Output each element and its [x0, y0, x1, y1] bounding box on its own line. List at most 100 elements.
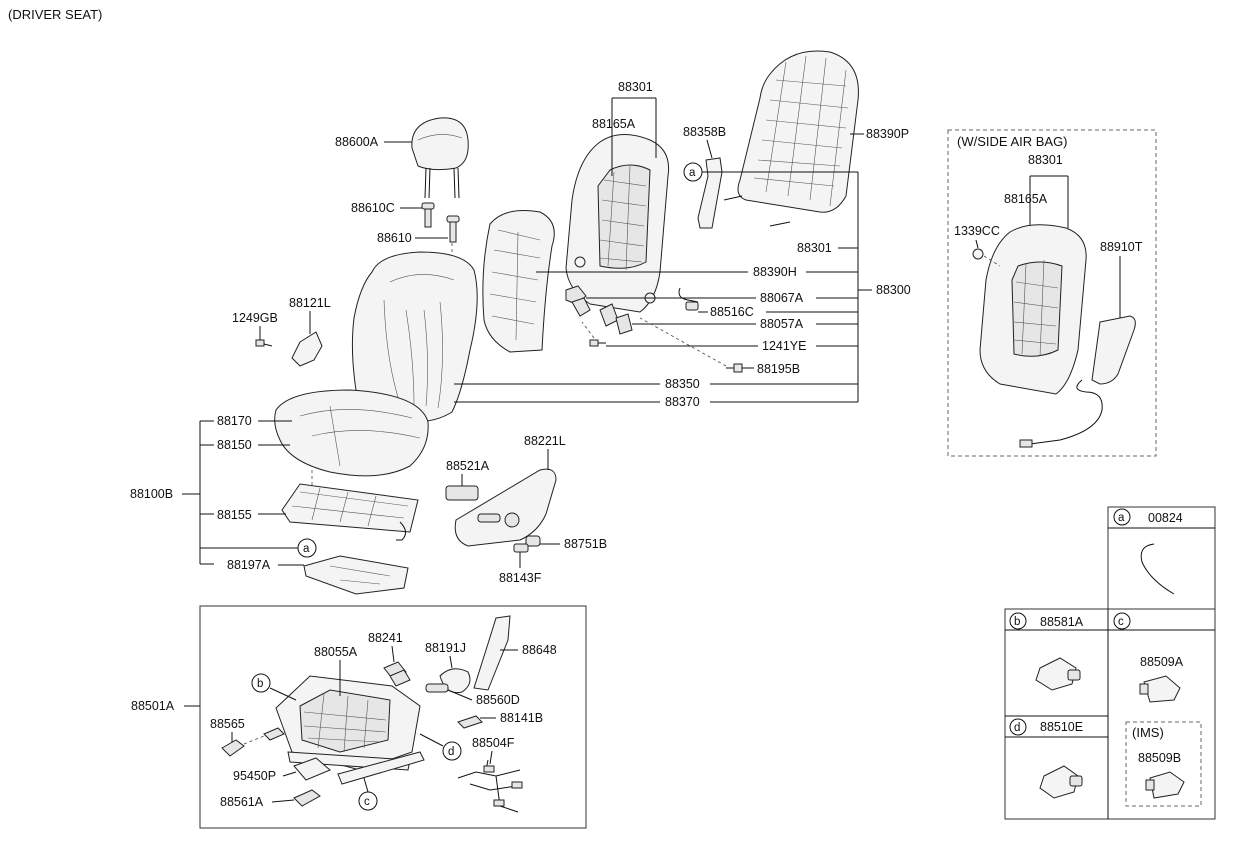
callout-c-legend: [1113, 612, 1131, 630]
label-95450P: 95450P: [233, 769, 276, 783]
callout-a-legend-text: a: [1118, 512, 1125, 524]
label-88150: 88150: [217, 438, 252, 452]
label-88141B: 88141B: [500, 711, 543, 725]
label-88055A: 88055A: [314, 645, 358, 659]
label-00824: 00824: [1148, 511, 1183, 525]
callout-b-legend: [1009, 612, 1027, 630]
seat-pan-illustration: [303, 555, 409, 595]
knob-88191J-illustration: [425, 668, 471, 694]
label-88390P: 88390P: [866, 127, 909, 141]
label-1339CC: 1339CC: [954, 224, 1000, 238]
label-88358B: 88358B: [683, 125, 726, 139]
label-88560D: 88560D: [476, 693, 520, 707]
label-88221L: 88221L: [524, 434, 566, 448]
cover-88561A-illustration: [293, 789, 321, 807]
label-88350: 88350: [665, 377, 700, 391]
clip-00824-illustration: [1140, 543, 1175, 595]
label-88241: 88241: [368, 631, 403, 645]
label-88301-airbag: 88301: [1028, 153, 1063, 167]
seat-back-frame-illustration: [565, 134, 670, 313]
label-88155: 88155: [217, 508, 252, 522]
label-88165A-airbag: 88165A: [1004, 192, 1048, 206]
callout-d-legend: [1009, 718, 1027, 736]
ims-group-box: [1125, 721, 1202, 807]
cover-88565-illustration: [221, 727, 285, 757]
label-88121L: 88121L: [289, 296, 331, 310]
label-1249GB: 1249GB: [232, 311, 278, 325]
label-88504F: 88504F: [472, 736, 515, 750]
label-88509B: 88509B: [1138, 751, 1181, 765]
callout-c-box-text: c: [364, 796, 370, 808]
label-88143F: 88143F: [499, 571, 542, 585]
motor-88510E-illustration: [1039, 765, 1083, 799]
headrest-guide-illustration: [421, 202, 460, 243]
label-88521A: 88521A: [446, 459, 490, 473]
label-88751B: 88751B: [564, 537, 607, 551]
label-88301-right: 88301: [797, 241, 832, 255]
label-88510E: 88510E: [1040, 720, 1083, 734]
label-88197A: 88197A: [227, 558, 271, 572]
cover-88141B-illustration: [457, 715, 483, 729]
headrest-illustration: [411, 117, 469, 199]
back-board-illustration: [723, 50, 859, 227]
label-88910T: 88910T: [1100, 240, 1143, 254]
label-88191J: 88191J: [425, 641, 466, 655]
motor-88509A-illustration: [1139, 675, 1181, 703]
clip-parts-illustration: [565, 285, 699, 335]
airbag-frame-illustration: [972, 224, 1136, 448]
label-88170: 88170: [217, 414, 252, 428]
label-88195B: 88195B: [757, 362, 800, 376]
label-88370: 88370: [665, 395, 700, 409]
label-88100B: 88100B: [130, 487, 173, 501]
seat-track-group-box: [199, 605, 587, 829]
label-88600A: 88600A: [335, 135, 379, 149]
label-88301-top: 88301: [618, 80, 653, 94]
label-1241YE: 1241YE: [762, 339, 806, 353]
label-88610: 88610: [377, 231, 412, 245]
label-88300: 88300: [876, 283, 911, 297]
label-88610C: 88610C: [351, 201, 395, 215]
label-88390H: 88390H: [753, 265, 797, 279]
cushion-mat-illustration: [281, 483, 419, 541]
wiring-88504F-illustration: [457, 759, 523, 813]
callout-a-top-text: a: [689, 167, 696, 179]
label-88516C: 88516C: [710, 305, 754, 319]
callout-b-legend-text: b: [1014, 616, 1020, 628]
ims-title: (IMS): [1132, 725, 1164, 740]
callout-a-mid: [297, 538, 317, 558]
label-88648: 88648: [522, 643, 557, 657]
label-88057A: 88057A: [760, 317, 804, 331]
bolt-1241YE-illustration: [589, 339, 606, 347]
label-88165A-top: 88165A: [592, 117, 636, 131]
seat-back-pad-illustration: [482, 210, 555, 353]
label-88561A: 88561A: [220, 795, 264, 809]
side-shield-illustration: [445, 468, 557, 553]
motor-88509B-illustration: [1145, 771, 1185, 799]
callout-b-box-text: b: [257, 678, 263, 690]
callout-a-legend: [1113, 508, 1131, 526]
callout-a-mid-text: a: [303, 543, 310, 555]
label-88501A: 88501A: [131, 699, 175, 713]
page-title: (DRIVER SEAT): [8, 7, 102, 22]
lever-88648-illustration: [473, 615, 511, 691]
callout-b-box: [251, 673, 271, 693]
legend-table: [1004, 506, 1216, 820]
motor-88581A-illustration: [1035, 657, 1081, 691]
callout-c-legend-text: c: [1118, 616, 1124, 628]
seat-back-cover-illustration: [351, 251, 478, 423]
module-95450P-illustration: [293, 757, 331, 781]
cover-88241-illustration: [383, 661, 411, 687]
bracket-88358B-illustration: [697, 157, 723, 229]
side-airbag-group-box: [947, 129, 1157, 457]
label-88067A: 88067A: [760, 291, 804, 305]
callout-d-box-text: d: [448, 746, 454, 758]
seat-track-frame-illustration: [275, 675, 425, 785]
label-88565: 88565: [210, 717, 245, 731]
side-airbag-title: (W/SIDE AIR BAG): [957, 134, 1068, 149]
callout-d-box: [442, 741, 462, 761]
label-88509A: 88509A: [1140, 655, 1184, 669]
callout-d-legend-text: d: [1014, 722, 1020, 734]
seat-cushion-illustration: [274, 389, 429, 477]
side-cover-88121L-illustration: [255, 331, 323, 367]
